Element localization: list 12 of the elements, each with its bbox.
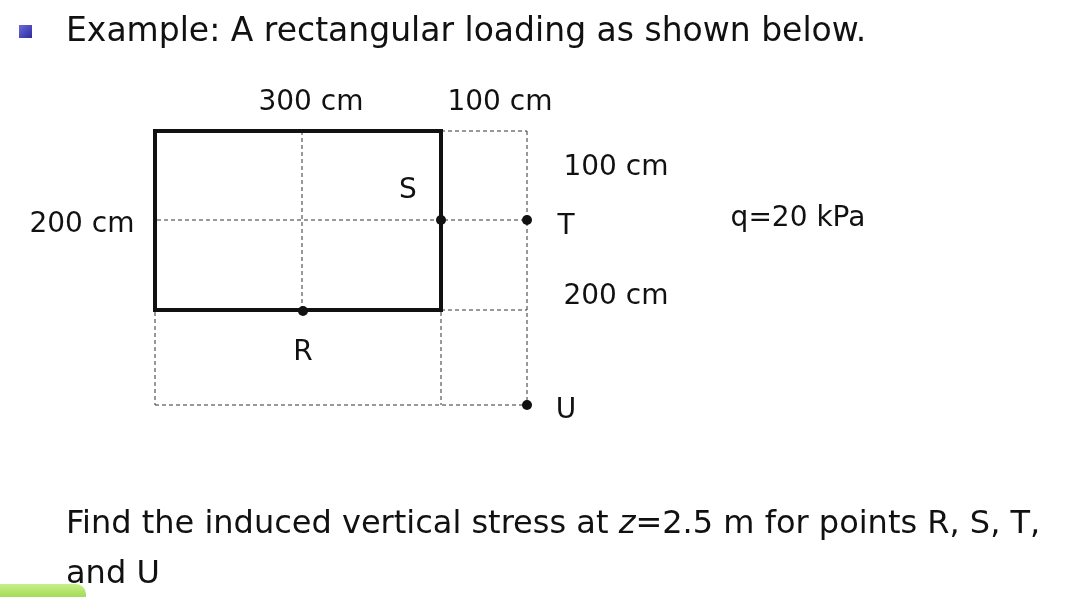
point-label: S [399, 171, 417, 205]
point-label: T [557, 207, 575, 241]
point-label: U [555, 391, 577, 425]
dimension-label: 300 cm [258, 83, 364, 117]
slide-title: Example: A rectangular loading as shown below. [66, 10, 867, 49]
load-label: q=20 kPa [730, 199, 866, 233]
dimension-label: 200 cm [563, 277, 669, 311]
question-text: Find the induced vertical stress at z=2.5 m for points R, S, T, and U [66, 502, 1042, 593]
dimension-label: 100 cm [447, 83, 553, 117]
dimension-label: 200 cm [29, 205, 135, 239]
dimension-label: 100 cm [563, 148, 669, 182]
point-label: R [293, 333, 313, 367]
